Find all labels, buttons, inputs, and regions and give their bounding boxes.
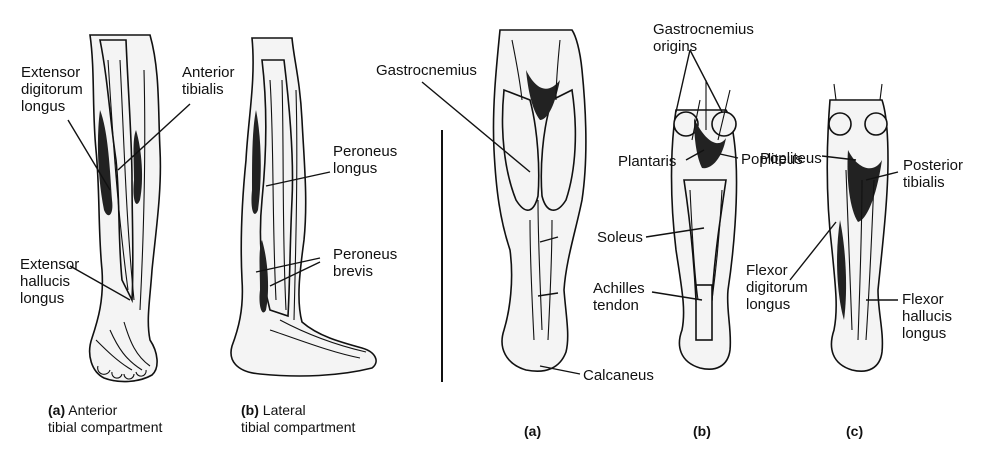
- label-flexor-hallucis-longus: Flexor hallucis longus: [902, 291, 953, 342]
- label-plantaris: Plantaris: [618, 153, 677, 170]
- caption-b-lateral: (b) Lateral tibial compartment: [241, 402, 355, 436]
- caption-posterior-a: (a): [524, 423, 541, 440]
- label-anterior-tibialis: Anterior tibialis: [182, 64, 235, 98]
- caption-posterior-a-letter: (a): [524, 423, 542, 439]
- label-calcaneus: Calcaneus: [583, 367, 654, 384]
- lateral-leg-drawing: [230, 37, 377, 377]
- label-extensor-digitorum-longus: Extensor digitorum longus: [21, 64, 83, 115]
- label-extensor-hallucis-longus: Extensor hallucis longus: [20, 256, 80, 307]
- leader-lines: [67, 49, 899, 375]
- label-popliteus-c: Popliteus: [760, 150, 822, 167]
- label-peroneus-longus: Peroneus longus: [333, 143, 398, 177]
- posterior-leg-a-drawing: [492, 29, 587, 372]
- label-peroneus-brevis: Peroneus brevis: [333, 246, 398, 280]
- label-achilles-tendon: Achilles tendon: [593, 280, 645, 314]
- anterior-leg-drawing: [88, 34, 162, 383]
- label-flexor-digitorum-longus: Flexor digitorum longus: [746, 262, 808, 313]
- caption-a-text: Anterior tibial compartment: [48, 402, 163, 435]
- label-popliteus-b: Popliteus: [741, 151, 803, 168]
- posterior-leg-b-drawing: [670, 80, 738, 370]
- posterior-leg-c-drawing: [826, 83, 889, 372]
- label-gastrocnemius: Gastrocnemius: [376, 62, 477, 79]
- caption-a-anterior: (a) Anterior tibial compartment: [48, 402, 162, 436]
- caption-posterior-b-letter: (b): [693, 423, 711, 439]
- label-gastrocnemius-origins: Gastrocnemius origins: [653, 21, 754, 55]
- label-posterior-tibialis: Posterior tibialis: [903, 157, 964, 191]
- caption-posterior-b: (b): [693, 423, 711, 440]
- caption-a-letter: (a): [48, 402, 66, 418]
- caption-b-text: Lateral tibial compartment: [241, 402, 356, 435]
- caption-b-letter: (b): [241, 402, 259, 418]
- label-soleus: Soleus: [597, 229, 643, 246]
- caption-posterior-c: (c): [846, 423, 863, 440]
- caption-posterior-c-letter: (c): [846, 423, 864, 439]
